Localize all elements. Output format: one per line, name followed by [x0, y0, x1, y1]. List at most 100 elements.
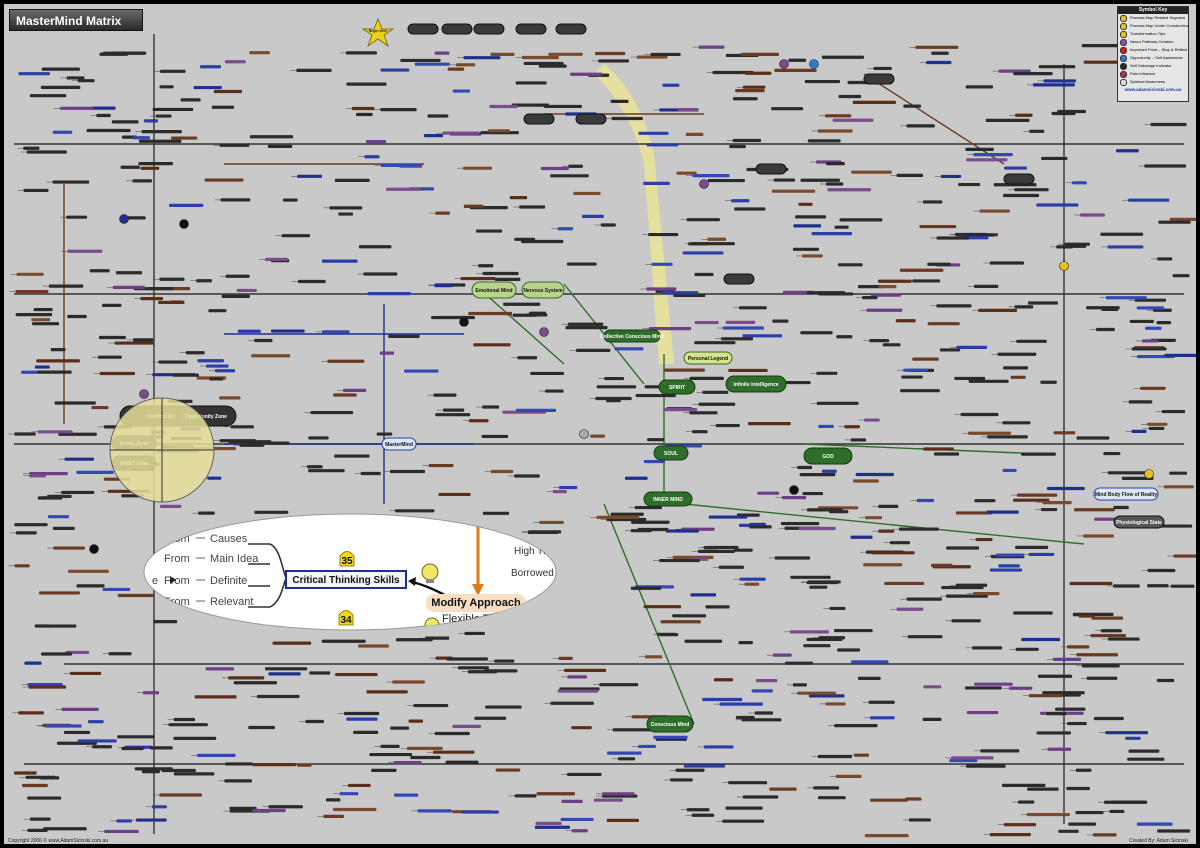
branch-label [39, 591, 80, 595]
symbol-key-label: Process Map Under Construction [1130, 23, 1189, 28]
branch-label [474, 716, 507, 720]
branch-label [117, 735, 155, 739]
branch-label [44, 724, 82, 728]
branch-label [975, 537, 993, 542]
branch-label [514, 474, 540, 478]
branch-label [836, 335, 853, 339]
branch-label [698, 549, 735, 553]
branch-label [463, 166, 492, 170]
branch-label [617, 757, 636, 761]
branch-label [738, 306, 767, 310]
branch-label [725, 806, 763, 810]
branch-label [514, 794, 537, 798]
branch-label [206, 364, 229, 368]
branch-label [956, 345, 988, 349]
branch-label [37, 370, 72, 374]
branch-label: Relevant [210, 596, 253, 608]
arrow-icon [170, 576, 176, 584]
process-node [407, 23, 439, 35]
branch-label [661, 291, 699, 295]
branch-label [676, 171, 697, 175]
branch-label [1136, 822, 1173, 826]
branch-label [114, 341, 154, 345]
branch-label [834, 225, 849, 229]
branch-label [254, 510, 289, 514]
branch-label [219, 439, 256, 443]
branch-label [565, 326, 608, 330]
branch-label [686, 808, 710, 812]
branch-label [334, 454, 370, 458]
branch-label [694, 272, 714, 277]
branch-label [788, 58, 807, 62]
branch-label [1134, 298, 1167, 302]
concept-node-label: GOD [822, 454, 834, 460]
branch-label [1058, 829, 1079, 833]
branch-label [1081, 44, 1118, 48]
branch-label: Causes [210, 533, 248, 545]
branch-label [931, 51, 949, 55]
branch-label [1043, 79, 1077, 83]
branch-label [196, 279, 212, 283]
branch-label [980, 749, 1020, 753]
branch-label [691, 813, 715, 817]
branch-label [1131, 347, 1167, 351]
branch-label [659, 558, 700, 563]
branch-label [158, 300, 185, 305]
branch-label [797, 691, 836, 695]
branch-label [281, 234, 310, 238]
branch-label [50, 348, 66, 352]
branch-label [89, 269, 110, 273]
branch-label [239, 443, 265, 447]
branch-label [67, 314, 87, 319]
branch-label [989, 568, 1023, 572]
branch-label [857, 676, 881, 680]
branch-label [1091, 616, 1124, 620]
branch-label [1101, 307, 1119, 311]
branch-label [482, 405, 500, 409]
branch-label [265, 667, 308, 671]
branch-label [61, 707, 99, 711]
branch-label [870, 798, 908, 802]
branch-label [224, 779, 252, 783]
lightbulb-icon [539, 591, 553, 605]
branch-label [43, 827, 87, 831]
branch-label [1014, 305, 1034, 309]
branch-label [24, 661, 42, 665]
branch-label [446, 657, 488, 661]
symbol-key-item: Self Sabotage Indicator [1118, 62, 1188, 70]
branch-label [66, 215, 88, 219]
branch-label [1003, 366, 1028, 370]
branch-label [817, 129, 853, 133]
branch-label [1032, 83, 1075, 87]
branch-label [606, 818, 640, 822]
branch-label [1076, 436, 1110, 440]
branch-label [87, 720, 104, 724]
branch-label [713, 678, 734, 682]
branch-label [817, 754, 852, 759]
branch-label [228, 676, 265, 680]
map-symbol-icon [89, 544, 99, 554]
branch-label [476, 229, 503, 233]
branch-label [400, 58, 441, 63]
branch-label [998, 69, 1031, 73]
branch-label [1071, 181, 1087, 185]
branch-label [662, 83, 680, 87]
process-node [473, 23, 505, 35]
branch-label [670, 778, 693, 782]
branch-label [951, 756, 994, 760]
branch-label [351, 106, 375, 111]
trunk-line [683, 503, 1085, 545]
branch-label [1021, 452, 1056, 456]
branch-label [838, 94, 862, 99]
branch-label [428, 463, 454, 468]
branch-label [844, 425, 860, 429]
map-symbol-icon [1059, 261, 1069, 271]
branch-label [1026, 812, 1070, 817]
process-badge-bottom-icon [338, 610, 354, 626]
branch-label [707, 237, 727, 241]
branch-label [912, 357, 939, 361]
branch-label [225, 762, 253, 766]
branch-label [90, 106, 116, 110]
branch-label [14, 771, 37, 775]
branch-label [410, 755, 441, 760]
